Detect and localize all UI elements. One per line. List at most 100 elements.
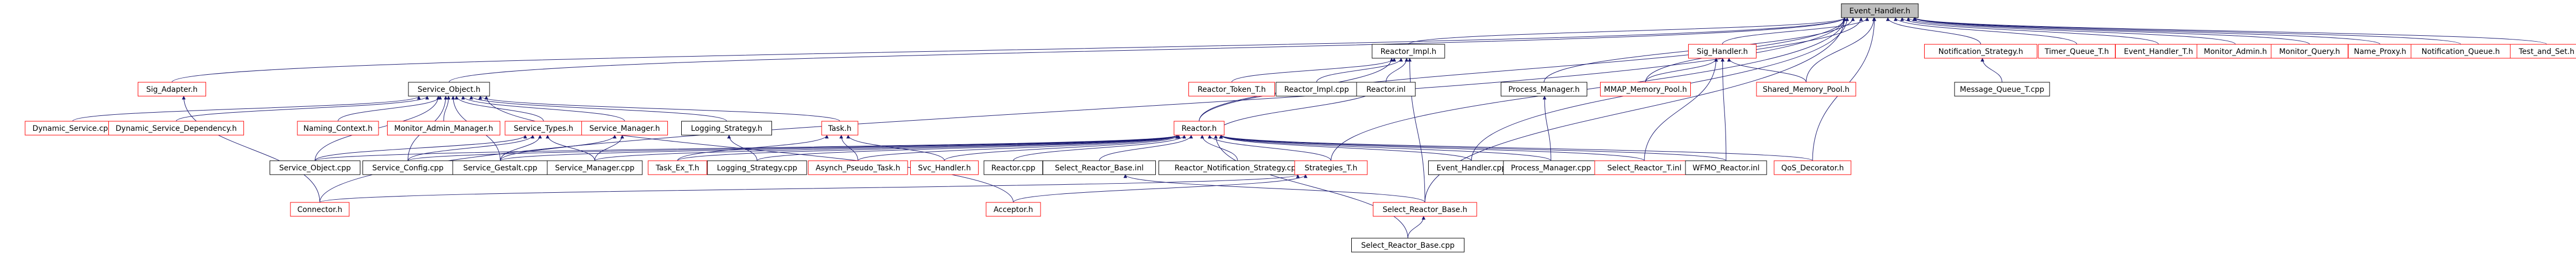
file-node-label[interactable]: Shared_Memory_Pool.h [1763,85,1850,94]
file-node-label[interactable]: Notification_Queue.h [2422,48,2500,56]
file-node-message-queue-t-cpp[interactable]: Message_Queue_T.cpp [1954,82,2050,97]
file-node-label[interactable]: Sig_Handler.h [1697,48,1748,56]
file-node-box[interactable] [1501,82,1587,97]
file-node-label[interactable]: Select_Reactor_T.inl [1608,164,1682,172]
file-node-label[interactable]: Dynamic_Service_Dependency.h [116,124,237,133]
file-node-box[interactable] [2348,44,2412,59]
file-node-service-object-cpp[interactable]: Service_Object.cpp [270,160,360,175]
file-node-label[interactable]: Naming_Context.h [303,124,373,133]
file-node-label[interactable]: Logging_Strategy.h [691,124,762,133]
file-node-sig-handler-h[interactable]: Sig_Handler.h [1688,44,1756,59]
file-node-label[interactable]: Reactor_Token_T.h [1198,85,1266,94]
file-node-sig-adapter-h[interactable]: Sig_Adapter.h [138,82,206,97]
file-node-box[interactable] [2196,44,2274,59]
file-node-box[interactable] [297,121,379,136]
file-node-box[interactable] [1954,82,2050,97]
file-node-box[interactable] [2038,44,2116,59]
file-node-box[interactable] [1356,82,1416,97]
file-node-label[interactable]: Strategies_T.h [1305,164,1358,172]
file-node-select-reactor-t-inl[interactable]: Select_Reactor_T.inl [1594,160,1695,175]
file-node-dynamic-service-dependency-h[interactable]: Dynamic_Service_Dependency.h [108,121,244,136]
file-node-box[interactable] [1372,44,1445,59]
file-node-box[interactable] [408,82,490,97]
file-node-reactor-notification-strategy-cpp[interactable]: Reactor_Notification_Strategy.cpp [1159,160,1317,175]
file-node-service-manager-cpp[interactable]: Service_Manager.cpp [547,160,643,175]
file-node-reactor-inl[interactable]: Reactor.inl [1356,82,1416,97]
file-node-box[interactable] [648,160,707,175]
file-node-reactor-impl-h[interactable]: Reactor_Impl.h [1372,44,1445,59]
file-node-box[interactable] [290,202,350,217]
file-node-label[interactable]: Service_Manager.h [589,124,660,133]
file-node-box[interactable] [910,160,979,175]
file-node-box[interactable] [363,160,453,175]
file-node-box[interactable] [505,121,582,136]
file-node-box[interactable] [1503,160,1599,175]
file-node-box[interactable] [1043,160,1156,175]
file-node-label[interactable]: Service_Config.cpp [372,164,444,172]
file-node-box[interactable] [1428,160,1515,175]
file-node-box[interactable] [547,160,643,175]
file-node-notification-queue-h[interactable]: Notification_Queue.h [2410,44,2511,59]
file-node-box[interactable] [1688,44,1756,59]
file-node-label[interactable]: Service_Types.h [514,124,573,133]
file-node-label[interactable]: Connector.h [297,206,342,214]
file-node-reactor-h[interactable]: Reactor.h [1173,121,1225,136]
file-node-box[interactable] [681,121,772,136]
file-node-label[interactable]: Reactor.cpp [991,164,1036,172]
file-node-label[interactable]: Monitor_Admin.h [2204,48,2267,56]
file-node-reactor-impl-cpp[interactable]: Reactor_Impl.cpp [1275,82,1358,97]
file-node-reactor-cpp[interactable]: Reactor.cpp [983,160,1043,175]
file-node-label[interactable]: Asynch_Pseudo_Task.h [816,164,901,172]
file-node-label[interactable]: Timer_Queue_T.h [2044,48,2109,56]
file-node-qos-decorator-h[interactable]: QoS_Decorator.h [1774,160,1852,175]
file-node-label[interactable]: Reactor_Notification_Strategy.cpp [1175,164,1301,172]
file-node-box[interactable] [138,82,206,97]
file-node-box[interactable] [1373,202,1477,217]
file-node-box[interactable] [1294,160,1368,175]
file-node-label[interactable]: Service_Manager.cpp [555,164,635,172]
file-node-label[interactable]: Monitor_Admin_Manager.h [394,124,493,133]
file-node-acceptor-h[interactable]: Acceptor.h [986,202,1041,217]
file-node-box[interactable] [581,121,668,136]
file-node-box[interactable] [1173,121,1225,136]
file-node-label[interactable]: QoS_Decorator.h [1781,164,1844,172]
file-node-label[interactable]: Message_Queue_T.cpp [1960,85,2044,94]
file-node-box[interactable] [1188,82,1275,97]
file-node-label[interactable]: Monitor_Query.h [2279,48,2340,56]
file-node-box[interactable] [707,160,807,175]
file-node-task-ex-t-h[interactable]: Task_Ex_T.h [648,160,707,175]
file-node-box[interactable] [986,202,1041,217]
file-node-service-config-cpp[interactable]: Service_Config.cpp [363,160,453,175]
file-node-label[interactable]: Select_Reactor_Base.h [1383,206,1467,214]
file-node-label[interactable]: Name_Proxy.h [2354,48,2406,56]
file-node-label[interactable]: Acceptor.h [994,206,1033,214]
file-node-logging-strategy-cpp[interactable]: Logging_Strategy.cpp [707,160,807,175]
file-node-event-handler-cpp[interactable]: Event_Handler.cpp [1428,160,1515,175]
file-node-box[interactable] [1159,160,1317,175]
file-node-select-reactor-base-h[interactable]: Select_Reactor_Base.h [1373,202,1477,217]
file-node-mmap-memory-pool-h[interactable]: MMAP_Memory_Pool.h [1600,82,1691,97]
file-node-box[interactable] [1275,82,1358,97]
file-node-label[interactable]: Reactor_Impl.cpp [1284,85,1349,94]
file-node-box[interactable] [808,160,908,175]
file-node-label[interactable]: Service_Object.h [417,85,480,94]
file-node-service-gestalt-cpp[interactable]: Service_Gestalt.cpp [452,160,548,175]
file-node-box[interactable] [983,160,1043,175]
file-node-reactor-token-t-h[interactable]: Reactor_Token_T.h [1188,82,1275,97]
file-node-wfmo-reactor-inl[interactable]: WFMO_Reactor.inl [1685,160,1767,175]
file-node-dynamic-service-cpp[interactable]: Dynamic_Service.cpp [25,121,121,136]
file-node-monitor-admin-manager-h[interactable]: Monitor_Admin_Manager.h [387,121,500,136]
file-node-label[interactable]: Dynamic_Service.cpp [33,124,113,133]
file-node-notification-strategy-h[interactable]: Notification_Strategy.h [1924,44,2037,59]
file-node-label[interactable]: Service_Gestalt.cpp [463,164,538,172]
file-node-monitor-admin-h[interactable]: Monitor_Admin.h [2196,44,2274,59]
file-node-label[interactable]: Select_Reactor_Base.cpp [1361,241,1455,250]
file-node-label[interactable]: WFMO_Reactor.inl [1692,164,1760,172]
file-node-event-handler-h[interactable]: Event_Handler.h [1841,3,1919,18]
file-node-box[interactable] [821,121,858,136]
file-node-box[interactable] [1756,82,1856,97]
file-node-monitor-query-h[interactable]: Monitor_Query.h [2271,44,2349,59]
file-node-box[interactable] [1685,160,1767,175]
file-node-label[interactable]: Svc_Handler.h [918,164,971,172]
file-node-select-reactor-base-inl[interactable]: Select_Reactor_Base.inl [1043,160,1156,175]
